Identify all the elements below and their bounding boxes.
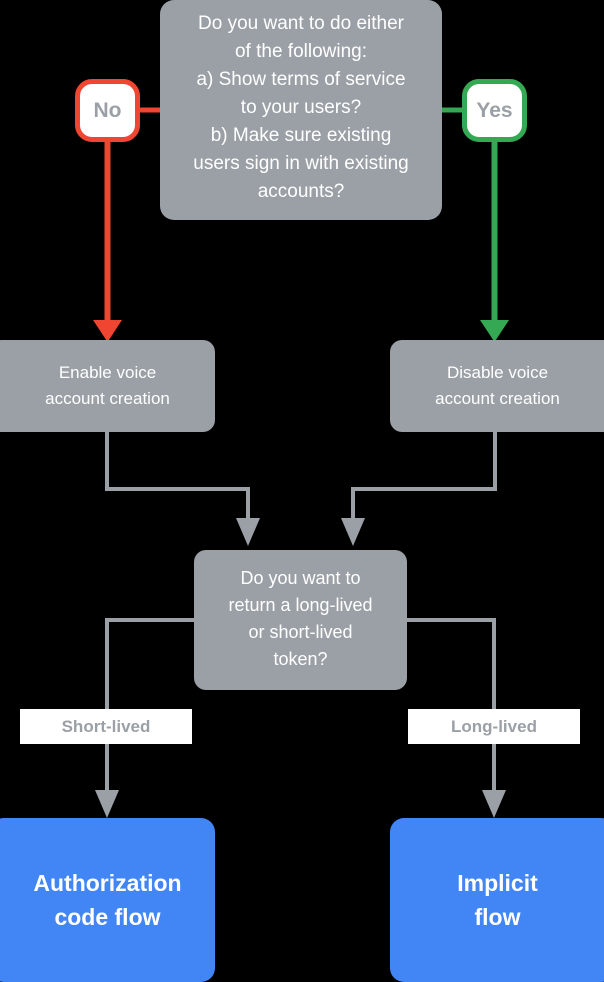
edge-label-long-lived: Long-lived (408, 709, 580, 744)
arrowhead-yes-to-disable (480, 320, 509, 342)
arrowhead-disable-to-token (341, 518, 365, 546)
arrowhead-token-to-implicit (482, 790, 506, 818)
decision-node-token-lifetime: Do you want to return a long-lived or sh… (194, 550, 407, 690)
terminal-node-implicit-flow: Implicit flow (390, 818, 604, 982)
arrowhead-no-to-enable (93, 320, 122, 342)
edge-token-to-implicit (407, 618, 496, 795)
edge-label-short-lived: Short-lived (20, 709, 192, 744)
choice-node-no[interactable]: No (75, 79, 140, 142)
terminal-node-authorization-code-flow: Authorization code flow (0, 818, 215, 982)
arrowhead-enable-to-token (236, 518, 260, 546)
action-node-disable-voice-account-creation: Disable voice account creation (390, 340, 604, 432)
action-node-enable-voice-account-creation: Enable voice account creation (0, 340, 215, 432)
edge-disable-to-token (351, 432, 497, 520)
edge-token-to-authorization (105, 618, 194, 795)
arrowhead-token-to-authorization (95, 790, 119, 818)
edge-enable-to-token (105, 432, 250, 520)
choice-node-yes[interactable]: Yes (462, 79, 527, 142)
decision-node-terms-and-existing-users: Do you want to do either of the followin… (160, 0, 442, 220)
